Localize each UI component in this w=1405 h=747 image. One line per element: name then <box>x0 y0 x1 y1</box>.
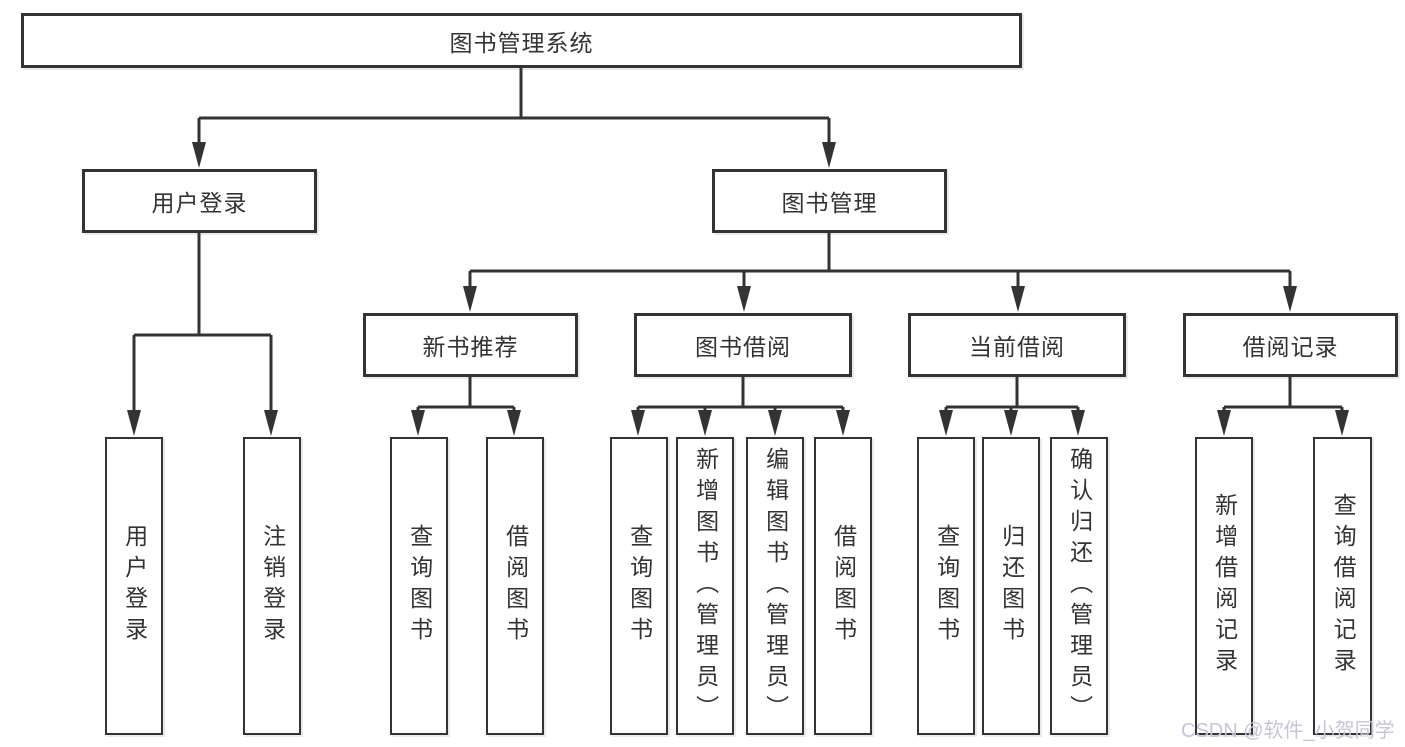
node-new-book-recommendation: 新书推荐 <box>363 313 578 377</box>
leaf-query-books-current: 查询图书 <box>917 437 975 735</box>
leaf-logout: 注销登录 <box>243 437 301 735</box>
node-user-login: 用户登录 <box>82 169 317 233</box>
edge-user-login-children <box>132 233 273 412</box>
node-label: 新增借阅记录 <box>1211 493 1238 679</box>
node-label: 归还图书 <box>998 524 1025 648</box>
node-label: 查询借阅记录 <box>1330 493 1357 679</box>
leaf-add-book-admin: 新增图书（管理员） <box>676 437 734 735</box>
node-library-management-system: 图书管理系统 <box>21 13 1022 68</box>
edge-book-management-children <box>468 233 1292 288</box>
edge-root-to-level2 <box>197 68 831 144</box>
leaf-add-borrow-record: 新增借阅记录 <box>1195 437 1253 735</box>
node-label: 注销登录 <box>259 524 286 648</box>
node-book-management: 图书管理 <box>712 169 947 233</box>
leaf-return-books: 归还图书 <box>982 437 1040 735</box>
leaf-query-books-borrowing: 查询图书 <box>610 437 668 735</box>
node-label: 图书管理 <box>781 190 878 216</box>
node-label: 图书管理系统 <box>449 29 594 56</box>
node-label: 用户登录 <box>121 524 148 648</box>
node-label: 新书推荐 <box>422 334 519 360</box>
node-label: 确认归还（管理员） <box>1066 446 1093 726</box>
node-label: 查询图书 <box>933 524 960 648</box>
node-label: 当前借阅 <box>969 334 1065 360</box>
node-label: 用户登录 <box>151 190 248 216</box>
leaf-borrow-books-recommend: 借阅图书 <box>486 437 544 735</box>
node-label: 查询图书 <box>406 524 433 648</box>
leaf-edit-book-admin: 编辑图书（管理员） <box>746 437 804 735</box>
edge-new-book-rec-children <box>416 377 516 414</box>
leaf-confirm-return-admin: 确认归还（管理员） <box>1050 437 1108 735</box>
leaf-query-borrow-record: 查询借阅记录 <box>1313 437 1372 735</box>
node-label: 编辑图书（管理员） <box>762 446 789 726</box>
node-current-borrowing: 当前借阅 <box>908 313 1126 377</box>
node-label: 借阅记录 <box>1242 334 1339 360</box>
node-label: 查询图书 <box>626 524 653 648</box>
leaf-user-login: 用户登录 <box>105 437 163 735</box>
leaf-query-books-recommend: 查询图书 <box>390 437 448 735</box>
arrowhead-icons <box>127 142 1349 436</box>
node-book-borrowing: 图书借阅 <box>634 313 852 377</box>
edge-book-borrowing-children <box>636 377 845 414</box>
csdn-watermark: CSDN @软件_小贺同学 <box>1181 720 1395 742</box>
node-label: 新增图书（管理员） <box>692 446 719 726</box>
node-label: 借阅图书 <box>502 524 529 648</box>
node-borrowing-records: 借阅记录 <box>1183 313 1398 377</box>
node-label: 图书借阅 <box>695 334 791 360</box>
node-label: 借阅图书 <box>830 524 857 648</box>
leaf-borrow-books-borrowing: 借阅图书 <box>814 437 872 735</box>
edge-borrowing-records-children <box>1222 377 1344 414</box>
edge-current-borrowing-children <box>944 377 1080 414</box>
